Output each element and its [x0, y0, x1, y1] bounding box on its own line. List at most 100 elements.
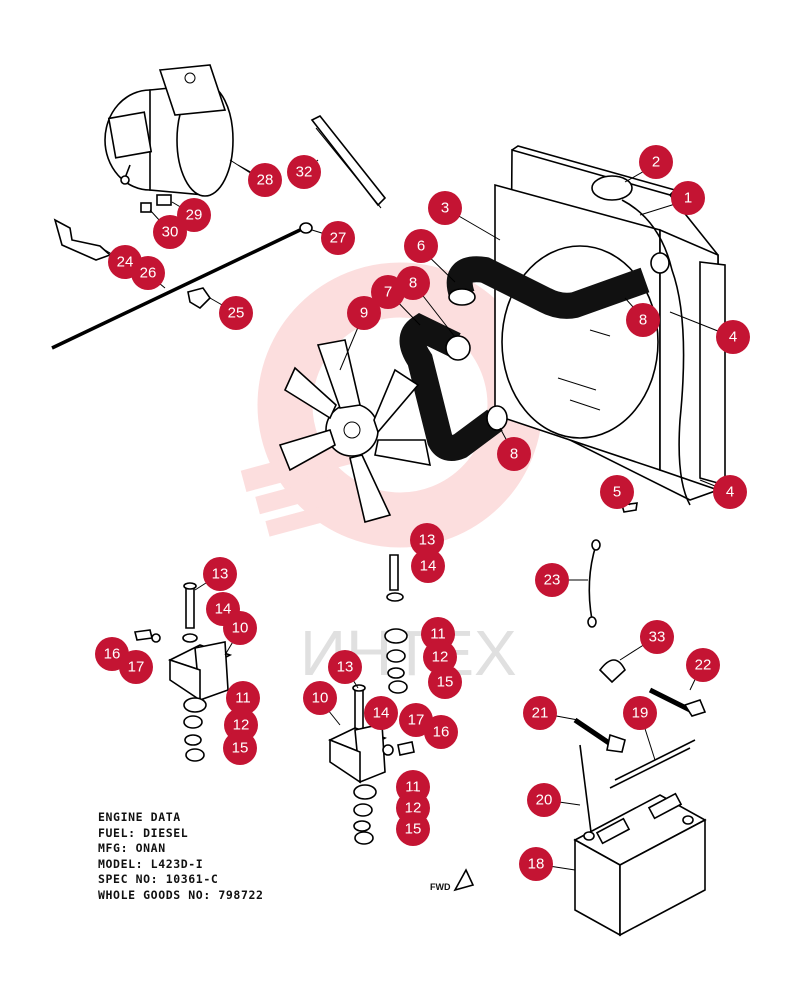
svg-text:13: 13 [419, 532, 436, 549]
callout-33: 33 [640, 620, 674, 654]
engine-data-whole-goods: WHOLE GOODS NO: 798722 [98, 887, 264, 902]
svg-text:32: 32 [296, 164, 313, 181]
callout-3: 3 [428, 191, 462, 225]
callout-14b: 14 [411, 549, 445, 583]
engine-data-model: MODEL: L423D-I [98, 856, 204, 871]
svg-text:12: 12 [432, 649, 449, 666]
engine-data-spec: SPEC NO: 10361-C [98, 872, 219, 887]
engine-mount-center [384, 554, 408, 694]
fwd-label: FWD [430, 882, 451, 892]
callout-23: 23 [535, 563, 569, 597]
callout-6: 6 [404, 229, 438, 263]
callout-25: 25 [219, 296, 253, 330]
svg-text:8: 8 [639, 312, 647, 329]
callout-20: 20 [527, 783, 561, 817]
callout-8b: 8 [626, 303, 660, 337]
svg-text:2: 2 [652, 154, 660, 171]
svg-text:33: 33 [649, 629, 666, 646]
callout-9: 9 [347, 296, 381, 330]
svg-text:4: 4 [726, 484, 734, 501]
svg-text:11: 11 [235, 690, 251, 707]
callout-13b: 13 [410, 523, 444, 557]
callout-2: 2 [639, 145, 673, 179]
svg-text:15: 15 [437, 674, 454, 691]
callout-8c: 8 [497, 437, 531, 471]
svg-text:30: 30 [162, 224, 179, 241]
callout-14c: 14 [364, 696, 398, 730]
svg-text:1: 1 [684, 190, 692, 207]
upper-hose [446, 256, 650, 319]
svg-text:17: 17 [128, 659, 145, 676]
svg-text:14: 14 [420, 558, 437, 575]
svg-text:15: 15 [232, 740, 249, 757]
svg-text:17: 17 [408, 712, 425, 729]
callout-15c: 15 [396, 812, 430, 846]
svg-text:11: 11 [405, 779, 421, 796]
svg-text:10: 10 [232, 620, 249, 637]
callout-27: 27 [321, 221, 355, 255]
callout-13c: 13 [328, 650, 362, 684]
svg-text:13: 13 [212, 566, 229, 583]
callout-18: 18 [519, 847, 553, 881]
svg-text:5: 5 [613, 484, 621, 501]
callout-4b: 4 [713, 475, 747, 509]
svg-text:19: 19 [632, 705, 649, 722]
svg-text:28: 28 [257, 172, 274, 189]
callout-30: 30 [153, 215, 187, 249]
svg-text:16: 16 [104, 646, 121, 663]
callout-10b: 10 [303, 681, 337, 715]
svg-text:9: 9 [360, 305, 368, 322]
svg-text:12: 12 [405, 800, 422, 817]
callout-32: 32 [287, 155, 321, 189]
svg-text:29: 29 [186, 207, 203, 224]
alternator [104, 64, 256, 197]
engine-data-mfg: MFG: ONAN [98, 841, 166, 856]
callout-21: 21 [523, 696, 557, 730]
svg-text:23: 23 [544, 572, 561, 589]
callout-15b: 15 [428, 665, 462, 699]
callout-1: 1 [671, 181, 705, 215]
svg-text:16: 16 [433, 724, 450, 741]
ground-strap [587, 539, 601, 628]
svg-text:20: 20 [536, 792, 553, 809]
svg-text:18: 18 [528, 856, 545, 873]
svg-text:21: 21 [532, 705, 549, 722]
svg-text:15: 15 [405, 821, 422, 838]
svg-text:7: 7 [384, 284, 392, 301]
callout-5: 5 [600, 475, 634, 509]
battery [573, 792, 707, 937]
callout-28: 28 [248, 163, 282, 197]
svg-text:14: 14 [215, 601, 232, 618]
callout-4: 4 [716, 320, 750, 354]
callout-14a: 14 [206, 592, 240, 626]
svg-text:4: 4 [729, 329, 737, 346]
engine-data-block: ENGINE DATA FUEL: DIESEL MFG: ONAN MODEL… [98, 810, 264, 904]
svg-text:10: 10 [312, 690, 329, 707]
callout-11a: 11 [226, 681, 260, 715]
callout-26: 26 [131, 256, 165, 290]
callout-29: 29 [177, 198, 211, 232]
callout-13a: 13 [203, 557, 237, 591]
lower-hose [399, 313, 508, 461]
svg-text:13: 13 [337, 659, 354, 676]
svg-text:8: 8 [409, 275, 417, 292]
fwd-indicator: FWD [430, 868, 475, 892]
svg-text:24: 24 [117, 254, 134, 271]
svg-text:8: 8 [510, 446, 518, 463]
cooling-fan [278, 339, 432, 523]
radiator [494, 145, 726, 513]
fan-belt [310, 114, 387, 209]
svg-text:26: 26 [140, 265, 157, 282]
callout-15a: 15 [223, 731, 257, 765]
cable-clamp [598, 659, 626, 684]
callout-22: 22 [686, 648, 720, 682]
svg-text:6: 6 [417, 238, 425, 255]
callout-8a: 8 [396, 266, 430, 300]
callout-17b: 17 [399, 703, 433, 737]
engine-data-title: ENGINE DATA [98, 810, 181, 824]
svg-text:14: 14 [373, 705, 390, 722]
engine-mount-left [134, 582, 233, 762]
svg-text:25: 25 [228, 305, 245, 322]
engine-mount-lower [328, 684, 415, 845]
